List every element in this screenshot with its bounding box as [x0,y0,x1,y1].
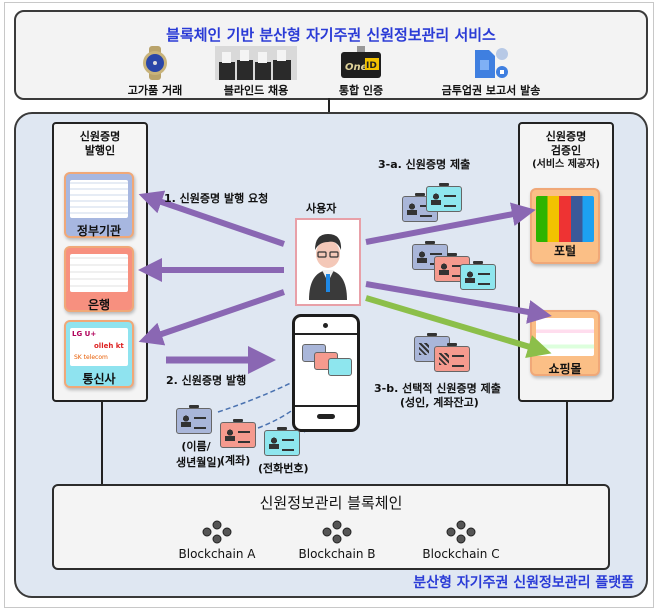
user-label: 사용자 [306,202,337,215]
service-item-luxury-trade: 고가품 거래 [120,46,190,98]
service-title: 블록체인 기반 분산형 자기주권 신원정보관리 서비스 [166,26,496,44]
org-telecom: LG U+ olleh kt SK telecom 통신사 [64,320,134,388]
request-arrow-telecom [138,289,285,346]
person-icon [439,263,449,275]
blockchain-a: Blockchain A [162,520,272,561]
service-panel: 블록체인 기반 분산형 자기주권 신원정보관리 서비스 고가품 거래 블라인드 … [14,10,648,100]
blind-recruit-photo-icon [215,46,297,80]
step3a-label: 3-a. 신원증명 제출 [378,158,471,171]
service-item-blind-recruit: 블라인드 채용 [214,46,298,98]
dashed-arrow-account [257,372,327,429]
connector-line [328,98,330,114]
blockchain-label: Blockchain B [298,547,376,561]
blockchain-nodes-icon [322,520,352,544]
service-item-label: 블라인드 채용 [223,84,289,97]
phone-home-button [317,414,335,419]
blockchain-b: Blockchain B [282,520,392,561]
person-icon [269,437,279,449]
portal-app-icons [536,196,594,242]
person-icon [465,271,475,283]
org-label: 포털 [553,244,577,258]
service-item-label: 금투업권 보고서 발송 [441,84,541,97]
watch-icon [138,46,172,80]
submit-arrow-shopping [365,281,552,324]
credential-account-label: (계좌) [220,454,251,467]
skt-logo: SK telecom [74,354,108,361]
blockchain-c: Blockchain C [406,520,516,561]
verifier-chain-connector [566,400,568,486]
verifier-title-line3: (서비스 제공자) [532,159,600,170]
credential-name-card [176,405,212,434]
phone-camera [323,323,328,328]
person-icon [407,203,417,215]
submit-credential-cyan-2 [460,261,496,290]
credential-phone-label: (전화번호) [258,462,309,475]
org-government: 정부기관 [64,172,134,238]
phone-screen-top [295,333,357,335]
submit-arrow-portal [365,202,536,245]
svg-text:ID: ID [366,61,377,71]
org-portal: 포털 [530,188,600,264]
org-bank: 은행 [64,246,134,312]
credential-label-line: 생년월일) [176,456,222,469]
user-avatar [295,218,361,306]
issuer-column: 신원증명 발행인 정부기관 은행 LG U+ olleh kt SK telec… [52,122,148,402]
qr-code-icon [439,353,449,365]
telecom-logos-icon: LG U+ olleh kt SK telecom [70,328,128,366]
qr-code-icon [419,343,429,355]
issuer-title-line2: 발행인 [84,144,116,157]
step3b-label: 3-b. 선택적 신원증명 제출 [374,382,501,395]
credential-name-label: (이름/생년월일) [176,438,222,470]
org-label: 통신사 [82,372,116,386]
selective-credential-red [434,343,470,372]
org-label: 쇼핑몰 [548,362,582,376]
person-icon [225,429,235,441]
government-logos-icon [70,180,128,218]
credential-phone-card [264,427,300,456]
blockchain-title: 신원정보관리 블록체인 [259,494,403,512]
bank-logos-icon [70,254,128,292]
person-icon [417,251,427,263]
person-icon [431,193,441,205]
verifier-title-line2: 검증인 [550,144,582,157]
platform-title: 분산형 자기주권 신원정보관리 플랫폼 [413,575,634,591]
svg-text:One: One [345,62,368,73]
lgu-logo: LG U+ [72,330,97,338]
credential-account-card [220,419,256,448]
service-item-label: 고가품 거래 [127,84,183,97]
step1-label: 1. 신원증명 발행 요청 [164,192,269,205]
blockchain-label: Blockchain A [178,547,256,561]
blockchain-nodes-icon [202,520,232,544]
blockchain-nodes-icon [446,520,476,544]
issuer-chain-connector [101,400,103,486]
issuer-title-line1: 신원증명 [79,130,121,143]
phone-screen-bottom [295,405,357,407]
org-label: 정부기관 [76,224,122,238]
blockchain-label: Blockchain C [422,547,500,561]
verifier-title-line1: 신원증명 [545,130,587,143]
kt-logo: olleh kt [94,342,124,350]
report-send-icon [471,46,511,80]
phone-credential-phone [328,358,352,376]
org-label: 은행 [87,298,111,312]
service-item-label: 통합 인증 [338,84,384,97]
step3b-sublabel: (성인, 계좌잔고) [400,396,479,409]
submit-credential-cyan [426,183,462,212]
service-item-report-send: 금투업권 보고서 발송 [426,46,556,98]
blockchain-panel: 신원정보관리 블록체인 Blockchain A Blockchain B Bl… [52,484,610,570]
credential-label-line: (이름/ [181,440,211,453]
person-icon [181,415,191,427]
request-arrow-government [138,190,285,247]
person-icon [309,234,347,300]
selective-submit-arrow [365,295,552,359]
step2-label: 2. 신원증명 발행 [166,374,247,387]
